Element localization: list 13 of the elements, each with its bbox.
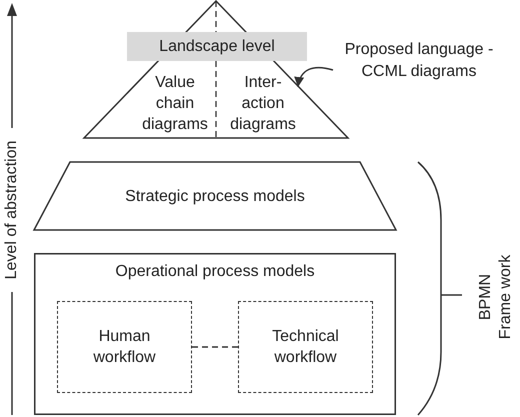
callout-text: Proposed language - CCML diagrams [333,39,505,83]
process-box [34,253,396,415]
trapezoid-shape [34,162,396,230]
curved-arrow [294,66,334,88]
region-label: Inter- action diagrams [228,72,298,135]
process-title: Operational process models [115,262,315,282]
level-banner: Landscape level [127,32,307,61]
connector-line [192,346,238,348]
process-label: Strategic process models [125,187,305,207]
region-label: Value chain diagrams [140,72,210,135]
pyramid-shape [84,1,348,139]
workflow-box: Technical workflow [238,301,373,393]
workflow-box: Human workflow [57,301,192,393]
